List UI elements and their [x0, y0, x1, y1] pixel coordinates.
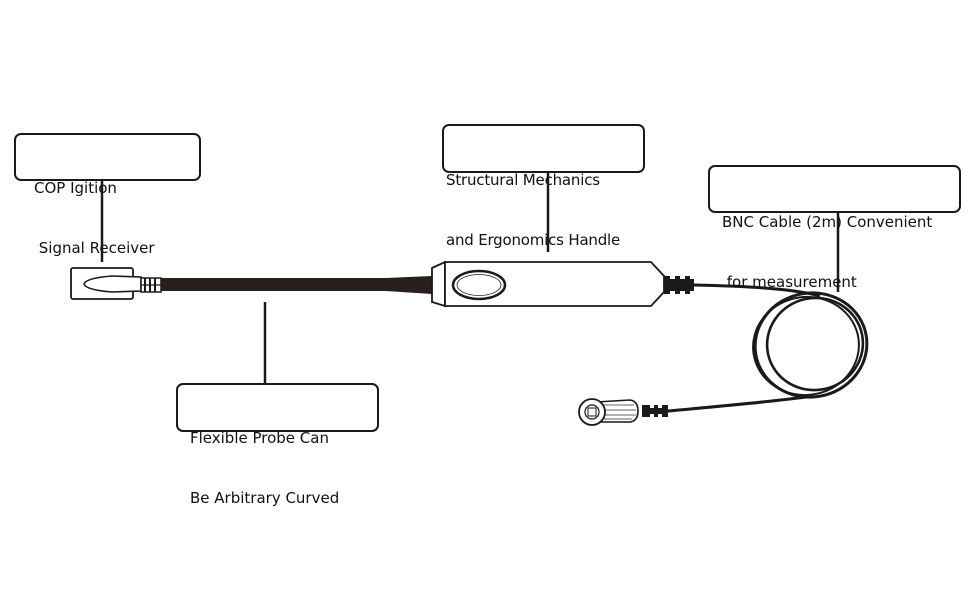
callout-handle-line-1: Structural Mechanics: [446, 171, 600, 189]
flexible-probe-shaft: [161, 276, 432, 294]
bnc-cable: [667, 283, 869, 413]
callout-cop-line-2: Signal Receiver: [34, 239, 155, 257]
bnc-connector: [578, 398, 668, 426]
callout-flexible-probe: Flexible Probe Can Be Arbitrary Curved: [176, 383, 379, 507]
callout-flex-line-1: Flexible Probe Can: [190, 429, 329, 447]
callout-handle: Structural Mechanics and Ergonomics Hand…: [442, 124, 645, 249]
cop-receiver-tip: [70, 267, 162, 300]
handle-button-icon: [451, 269, 507, 301]
callout-cop-signal-receiver: COP Igition Signal Receiver: [14, 133, 201, 257]
callout-cop-line-1: COP Igition: [34, 179, 117, 197]
callout-flex-line-2: Be Arbitrary Curved: [190, 489, 340, 507]
callout-handle-line-2: and Ergonomics Handle: [446, 231, 621, 249]
callout-bnc-line-2: for measurement: [722, 273, 857, 291]
handle: [431, 260, 694, 308]
callout-bnc-cable: BNC Cable (2m) Convenient for measuremen…: [708, 165, 961, 291]
callout-bnc-line-1: BNC Cable (2m) Convenient: [722, 213, 933, 231]
